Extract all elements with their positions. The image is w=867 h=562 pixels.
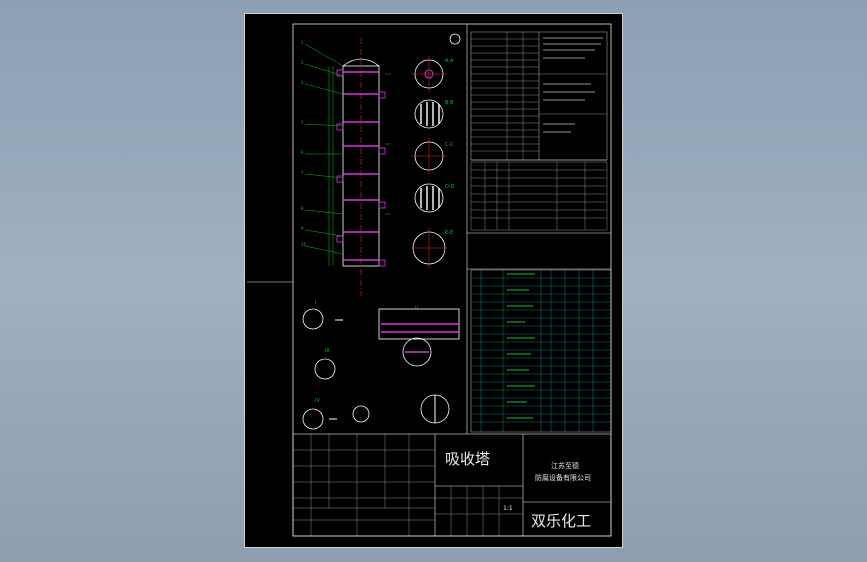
svg-text:8: 8 xyxy=(301,206,304,211)
svg-text:7: 7 xyxy=(301,170,304,175)
detail-label: IV xyxy=(315,398,320,404)
detail-views xyxy=(302,308,460,430)
svg-text:2: 2 xyxy=(301,60,304,65)
section-label: A-A xyxy=(445,58,454,64)
brand-name: 双乐化工 xyxy=(531,512,591,530)
svg-text:10: 10 xyxy=(301,242,307,247)
company-name-line2: 防腐设备有限公司 xyxy=(535,473,591,482)
technical-table xyxy=(470,31,608,161)
svg-text:5: 5 xyxy=(301,120,304,125)
nozzle-table xyxy=(470,161,608,231)
cad-drawing: 1 2 3 5 6 7 8 9 10 A-A B-B C-C D-D E-E xyxy=(247,23,612,537)
section-label: D-D xyxy=(445,184,455,190)
section-label: E-E xyxy=(445,230,453,236)
svg-text:3: 3 xyxy=(301,80,304,85)
svg-text:9: 9 xyxy=(301,226,304,231)
drawing-sheet: 1 2 3 5 6 7 8 9 10 A-A B-B C-C D-D E-E xyxy=(244,13,623,548)
svg-text:1: 1 xyxy=(301,40,304,45)
detail-label: II xyxy=(415,306,418,312)
tower-elevation: 1 2 3 5 6 7 8 9 10 xyxy=(301,38,391,296)
detail-label: I xyxy=(315,300,316,306)
scale-value: 1:1 xyxy=(503,505,513,512)
section-label: C-C xyxy=(445,142,454,148)
drawing-title: 吸收塔 xyxy=(445,450,490,468)
svg-text:6: 6 xyxy=(301,150,304,155)
parts-list xyxy=(470,269,612,433)
section-label: B-B xyxy=(445,100,454,106)
detail-label: III xyxy=(325,348,329,354)
company-name-line1: 江苏至德 xyxy=(551,461,579,470)
title-block xyxy=(292,433,612,537)
